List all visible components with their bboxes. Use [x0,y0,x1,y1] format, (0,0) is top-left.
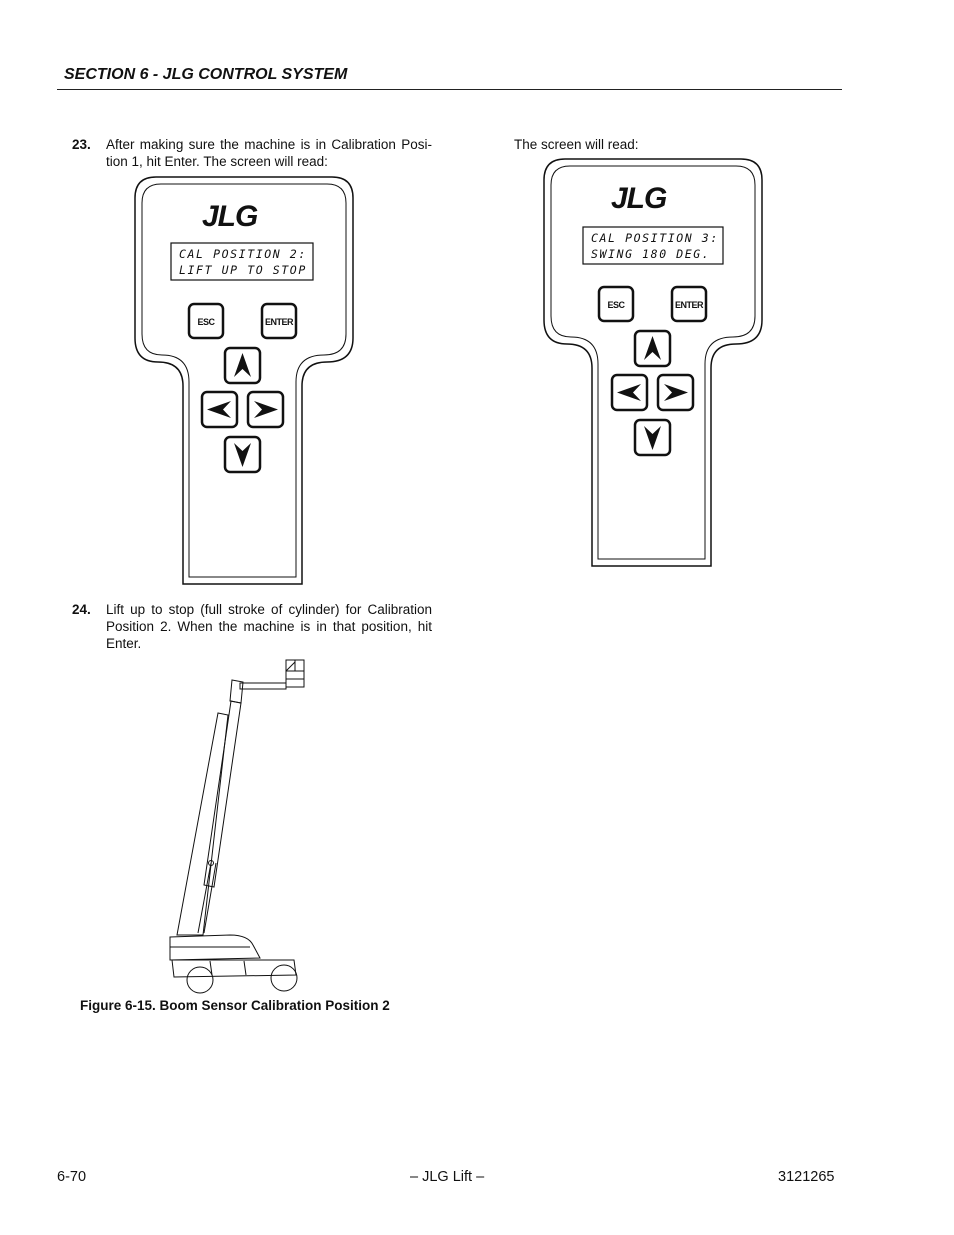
page-number: 6-70 [57,1169,87,1185]
up-arrow-key[interactable] [223,346,262,385]
enter-key[interactable]: ENTER [260,302,298,340]
section-title: SECTION 6 - JLG CONTROL SYSTEM [64,66,348,83]
footer-title: – JLG Lift – [410,1169,485,1185]
lcd-line-1: CAL POSITION 3: [591,231,719,245]
machine-chassis [169,934,297,978]
left-arrow-key[interactable] [610,373,649,412]
esc-key[interactable]: ESC [187,302,225,340]
lift-cylinder [197,862,212,934]
lcd-screen [582,226,724,265]
step-number: 23. [72,137,91,152]
arrow-right-icon [254,401,278,418]
boom-base-section [176,712,229,936]
step-text: After making sure the machine is in Cali… [106,137,432,169]
down-arrow-key[interactable] [223,435,262,474]
figure-caption: Figure 6-15. Boom Sensor Calibration Pos… [80,998,390,1013]
arrow-left-icon [207,401,231,418]
analyzer-pendant-2: JLG CAL POSITION 3: SWING 180 DEG. ESC E… [543,158,763,567]
jlg-logo-text: JLG [611,182,667,215]
up-arrow-key[interactable] [633,329,672,368]
jlg-logo: JLG [202,200,259,233]
analyzer-pendant-1: JLG CAL POSITION 2: LIFT UP TO STOP ESC … [134,176,354,585]
enter-key-label: ENTER [265,317,294,327]
step-text: Lift up to stop (full stroke of cylinder… [106,602,432,651]
boom-lift-illustration [169,659,305,994]
lcd-screen [170,242,314,281]
lcd-line-2: LIFT UP TO STOP [179,263,307,277]
down-arrow-key[interactable] [633,418,672,457]
arrow-up-icon [644,336,661,360]
boom-fly-section [203,700,242,888]
esc-key-label: ESC [197,317,215,327]
left-arrow-key[interactable] [200,390,239,429]
step-23: 23. After making sure the machine is in … [72,136,434,172]
header-rule [57,89,842,90]
platform-basket [285,659,305,688]
right-arrow-key[interactable] [656,373,695,412]
arrow-down-icon [234,443,251,467]
arrow-up-icon [234,353,251,377]
arrow-down-icon [644,426,661,450]
esc-key[interactable]: ESC [597,285,635,323]
enter-key[interactable]: ENTER [670,285,708,323]
jlg-logo-text: JLG [202,200,258,233]
arrow-right-icon [664,384,688,401]
esc-key-label: ESC [607,300,625,310]
arrow-left-icon [617,384,641,401]
screen-will-read-text: The screen will read: [514,137,639,152]
wheel-right [270,964,298,992]
lcd-line-1: CAL POSITION 2: [179,247,307,261]
jlg-logo: JLG [611,182,668,215]
step-24: 24. Lift up to stop (full stroke of cyli… [72,601,434,653]
lcd-line-2: SWING 180 DEG. [591,247,710,261]
wheel-left [186,966,214,994]
right-arrow-key[interactable] [246,390,285,429]
document-number: 3121265 [778,1169,835,1185]
enter-key-label: ENTER [675,300,704,310]
jib-arm [239,682,287,690]
step-number: 24. [72,602,91,617]
